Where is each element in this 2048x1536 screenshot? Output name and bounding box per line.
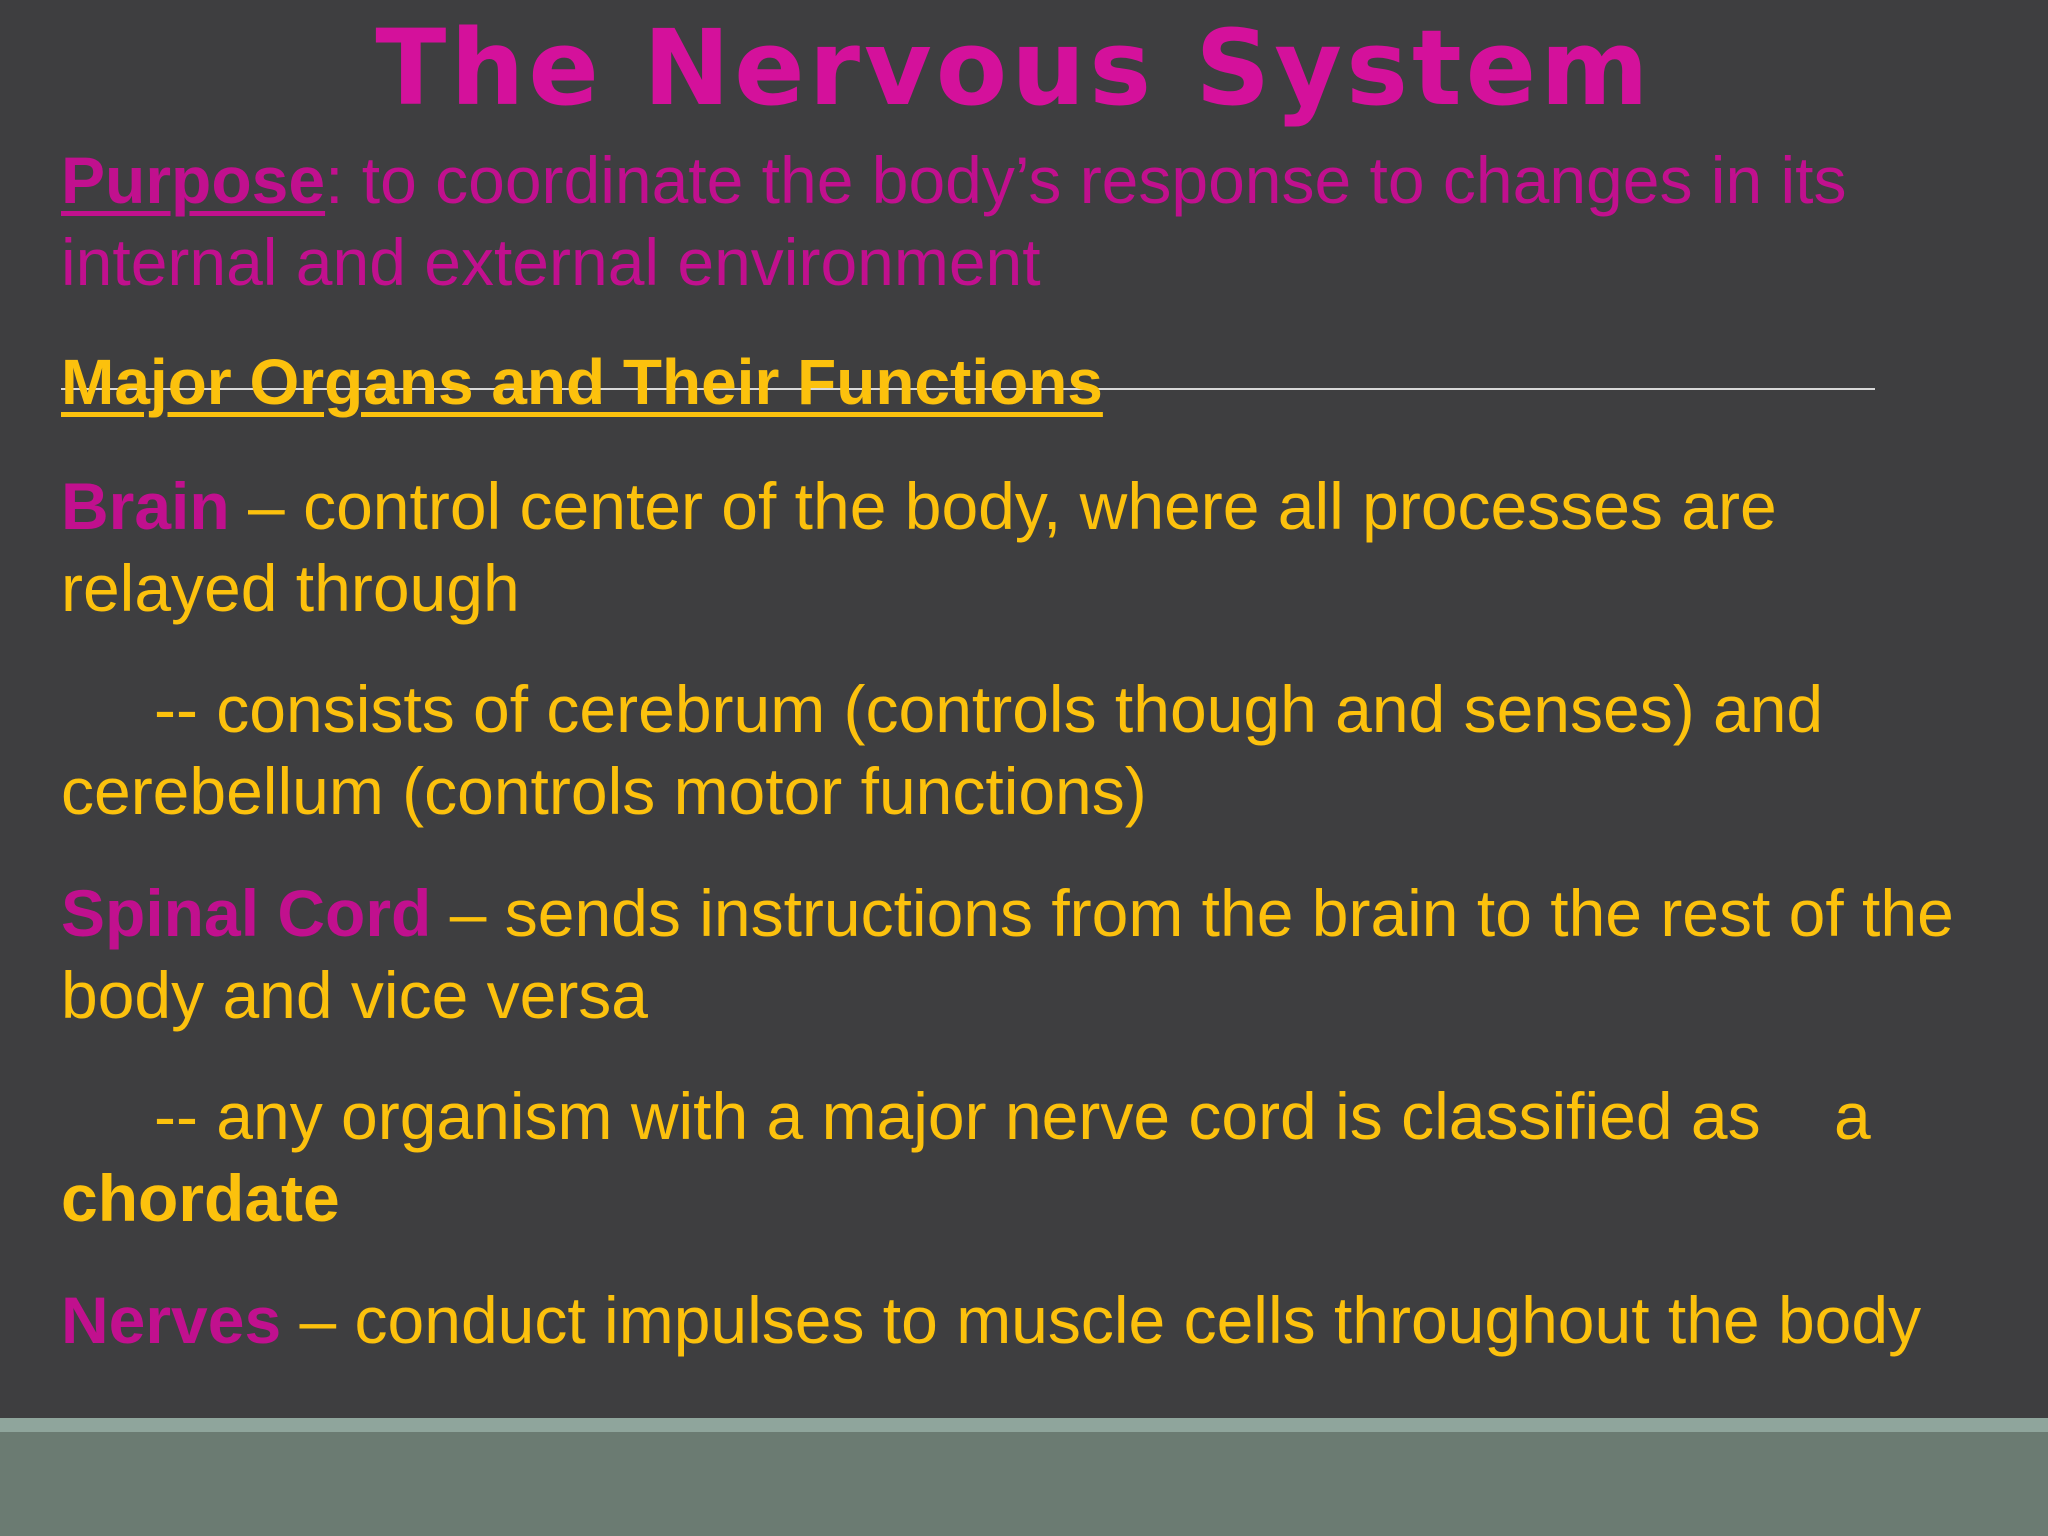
footer-accent-line xyxy=(0,1418,2048,1432)
heading-rule xyxy=(61,388,1875,390)
organ-name-brain: Brain xyxy=(61,469,230,543)
brain-sub-note-text: -- consists of cerebrum (controls though… xyxy=(61,672,1824,828)
organ-nerves: Nerves – conduct impulses to muscle cell… xyxy=(61,1279,2001,1361)
purpose-text: : to coordinate the body’s response to c… xyxy=(61,143,1847,299)
section-heading: Major Organs and Their Functions xyxy=(61,346,1103,418)
organ-name-spinal-cord: Spinal Cord xyxy=(61,876,432,950)
spinal-cord-sub-note: -- any organism with a major nerve cord … xyxy=(61,1075,2001,1239)
organ-spinal-cord: Spinal Cord – sends instructions from th… xyxy=(61,872,2001,1036)
organ-description-spinal-cord: – sends instructions from the brain to t… xyxy=(61,876,1954,1032)
chordate-term: chordate xyxy=(61,1161,340,1235)
purpose-label: Purpose xyxy=(61,143,326,217)
brain-sub-note: -- consists of cerebrum (controls though… xyxy=(61,668,2001,832)
organ-brain: Brain – control center of the body, wher… xyxy=(61,465,2001,629)
organ-name-nerves: Nerves xyxy=(61,1283,282,1357)
purpose-paragraph: Purpose: to coordinate the body’s respon… xyxy=(61,139,2001,303)
slide-title: The Nervous System xyxy=(375,7,1653,129)
spinal-cord-sub-note-prefix: -- any organism with a major nerve cord … xyxy=(154,1079,1889,1153)
organ-description-nerves: – conduct impulses to muscle cells throu… xyxy=(281,1283,1922,1357)
organ-description-brain: – control center of the body, where all … xyxy=(61,469,1777,625)
footer-band xyxy=(0,1432,2048,1536)
